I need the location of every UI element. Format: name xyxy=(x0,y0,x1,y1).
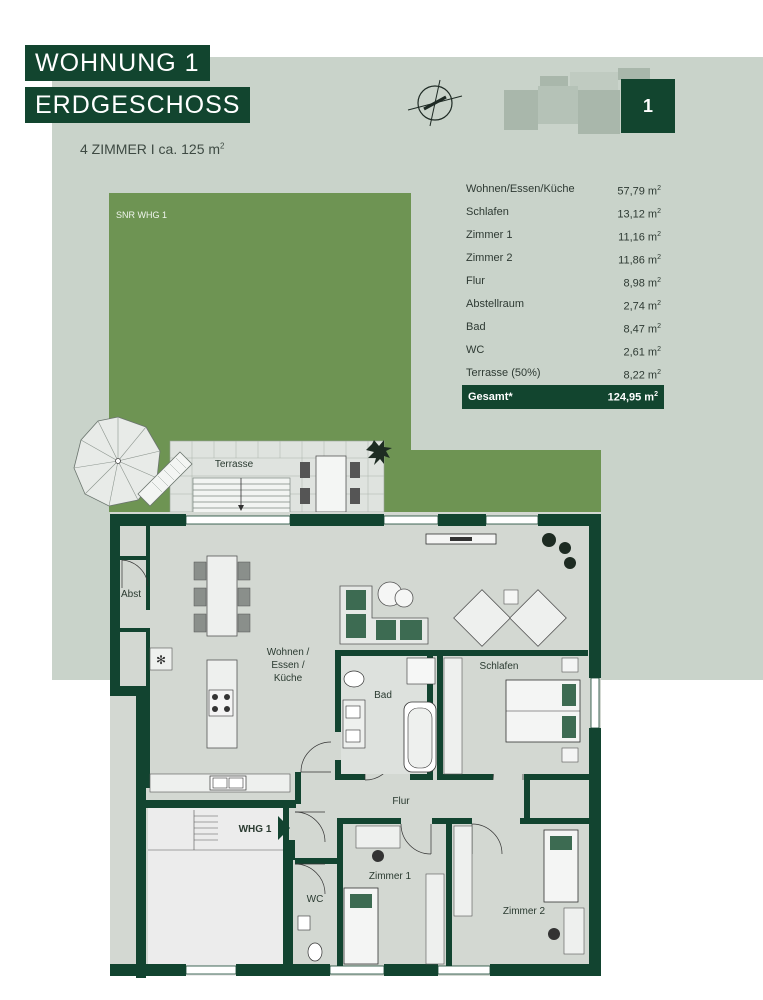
fridge-icon: ✻ xyxy=(149,647,173,671)
area-total: Gesamt*124,95 m2 xyxy=(462,385,664,409)
bath-fixtures xyxy=(341,656,437,774)
terrace-table-icon xyxy=(300,455,360,513)
compass-icon xyxy=(407,79,463,127)
bedroom-label: Schlafen xyxy=(479,661,519,672)
walls xyxy=(110,514,601,978)
windows xyxy=(185,515,600,975)
terrace-label: Terrasse xyxy=(214,459,254,470)
room1-furniture xyxy=(343,825,445,965)
wc-label: WC xyxy=(306,894,324,905)
living-label: Wohnen /Essen /Küche xyxy=(266,647,310,684)
sun-lounger-icon xyxy=(137,451,193,507)
page-subtitle: 4 ZIMMER I ca. 125 m2 xyxy=(80,141,225,157)
door-swings xyxy=(121,559,524,895)
plant-icon xyxy=(366,440,392,465)
title-floor: ERDGESCHOSS xyxy=(25,87,251,123)
unit-badge: 1 xyxy=(621,79,675,133)
room2-label: Zimmer 2 xyxy=(502,906,546,917)
plant-icon xyxy=(542,533,576,569)
umbrella-icon xyxy=(73,416,161,507)
armchair-icon xyxy=(453,589,567,647)
coffee-table-icon xyxy=(377,581,414,608)
tv-icon xyxy=(425,533,497,545)
title-apartment: WOHNUNG 1 xyxy=(25,45,210,81)
garden-label: SNR WHG 1 xyxy=(116,210,168,220)
sink-icon xyxy=(209,775,247,791)
area-row: Terrasse (50%)8,22 m2 xyxy=(466,367,661,382)
bed-icon xyxy=(443,656,589,775)
key-plan-icon xyxy=(504,68,650,134)
wc-fixtures xyxy=(297,915,323,962)
entrance-arrow-icon xyxy=(278,816,290,840)
storage-label: Abst xyxy=(120,589,141,600)
dining-table-icon xyxy=(193,555,251,637)
kitchen-island-icon xyxy=(206,659,238,749)
garden-lawn xyxy=(109,193,601,512)
entrance-label: WHG 1 xyxy=(238,824,272,835)
room2-furniture xyxy=(453,825,585,955)
svg-text:✻: ✻ xyxy=(156,653,166,667)
bath-label: Bad xyxy=(374,690,392,701)
stairs xyxy=(148,810,287,851)
room1-label: Zimmer 1 xyxy=(368,871,412,882)
stair-area xyxy=(148,806,287,976)
terrace-steps xyxy=(192,477,291,515)
hall-label: Flur xyxy=(392,796,410,807)
sofa-icon xyxy=(339,585,429,645)
